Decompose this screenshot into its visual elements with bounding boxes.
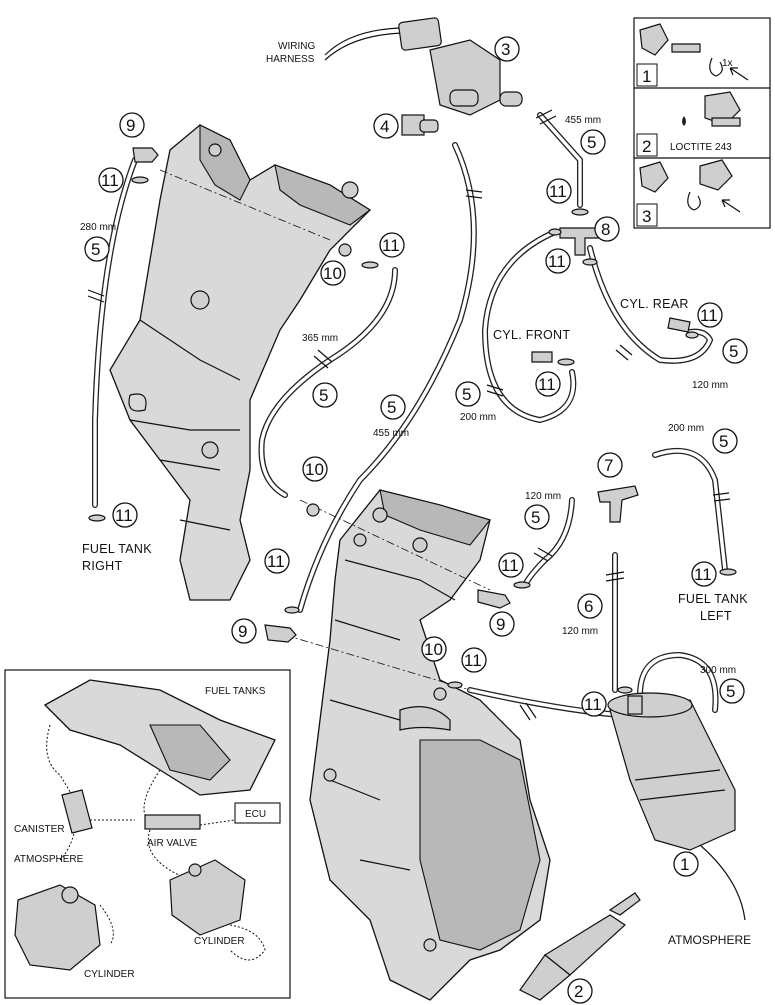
callout-5-left: 5 <box>91 240 100 259</box>
legend-step-1: 1 <box>642 67 651 86</box>
fuel-tank-left-shell <box>309 489 551 1001</box>
dim-455-top: 455 mm <box>565 115 601 126</box>
dim-120-hose6: 120 mm <box>562 626 598 637</box>
callout-9-right: 9 <box>496 615 505 634</box>
arrow-icon <box>729 67 749 81</box>
legend-step-2: 2 <box>642 137 651 156</box>
inset-fuel-tanks: FUEL TANKS <box>205 686 266 697</box>
callout-11-c: 11 <box>548 252 566 271</box>
label-harness: HARNESS <box>266 54 315 65</box>
label-fuel-tank-left: FUEL TANK <box>678 592 748 606</box>
callout-8: 8 <box>601 220 610 239</box>
hose-break-marks <box>87 109 731 721</box>
callout-9-top: 9 <box>126 116 135 135</box>
callout-3: 3 <box>501 40 510 59</box>
callout-11-i: 11 <box>501 556 519 575</box>
rotate-arrow-icon <box>709 57 723 77</box>
nipple-right <box>477 589 511 609</box>
dim-120-rear: 120 mm <box>692 380 728 391</box>
dim-280: 280 mm <box>80 222 116 233</box>
dim-120-mid: 120 mm <box>525 491 561 502</box>
inset-atmosphere: ATMOSPHERE <box>14 854 84 865</box>
callout-11-h: 11 <box>267 552 285 571</box>
connector-part <box>401 114 439 136</box>
label-atmosphere: ATMOSPHERE <box>668 933 751 947</box>
callout-11-k: 11 <box>464 651 482 670</box>
dim-365: 365 mm <box>302 333 338 344</box>
callout-5-455: 5 <box>387 398 396 417</box>
dim-455-mid: 455 mm <box>373 428 409 439</box>
legend-step-1-note: 1x <box>722 58 733 69</box>
callout-11-f: 11 <box>538 375 556 394</box>
callout-11-a: 11 <box>101 171 119 190</box>
inset-air-valve: AIR VALVE <box>147 838 198 849</box>
arrow-icon-2 <box>721 199 741 213</box>
dim-300: 300 mm <box>700 665 736 676</box>
label-cyl-front: CYL. FRONT <box>493 328 570 342</box>
callout-6: 6 <box>584 597 593 616</box>
callout-10-top: 10 <box>323 264 342 283</box>
label-fuel-tank-right: FUEL TANK <box>82 542 152 556</box>
callout-5-front: 5 <box>462 385 471 404</box>
callout-7: 7 <box>604 456 613 475</box>
callout-10-mid: 10 <box>305 460 324 479</box>
callout-11-d: 11 <box>382 236 400 255</box>
air-valve-part <box>398 17 523 116</box>
dim-200-front: 200 mm <box>460 412 496 423</box>
callout-1: 1 <box>680 855 689 874</box>
callout-11-j: 11 <box>694 565 712 584</box>
inset-cylinder-1: CYLINDER <box>194 936 245 947</box>
callout-11-g: 11 <box>115 506 133 525</box>
callout-11-e: 11 <box>700 306 718 325</box>
air-filter <box>519 892 641 1001</box>
dim-200-left: 200 mm <box>668 423 704 434</box>
label-right: RIGHT <box>82 559 122 573</box>
callout-2: 2 <box>574 982 583 1001</box>
nipple-left <box>264 624 297 643</box>
cyl-fittings <box>531 317 691 363</box>
fuel-tank-right-shell <box>109 124 372 601</box>
callout-9-left: 9 <box>238 622 247 641</box>
callouts: 3 4 5 9 11 5 11 8 11 11 10 11 5 11 5 5 5… <box>84 36 748 1004</box>
callout-5-365: 5 <box>319 386 328 405</box>
inset-ecu: ECU <box>245 809 266 820</box>
callout-5-120: 5 <box>531 508 540 527</box>
callout-11-b: 11 <box>549 182 567 201</box>
label-left: LEFT <box>700 609 732 623</box>
callout-4: 4 <box>380 117 389 136</box>
label-cyl-rear: CYL. REAR <box>620 297 689 311</box>
assembly-legend: 1 2 3 1x LOCTITE 243 <box>633 17 771 229</box>
carbon-canister <box>607 692 736 851</box>
callout-5-300: 5 <box>726 682 735 701</box>
label-wiring: WIRING <box>278 41 315 52</box>
inset-canister: CANISTER <box>14 824 65 835</box>
legend-step-2-note: LOCTITE 243 <box>670 142 732 153</box>
drop-icon <box>682 116 686 126</box>
t-piece-lower <box>597 485 639 523</box>
nuts <box>306 243 447 701</box>
alignment-lines <box>159 169 491 691</box>
nipple-upper <box>132 147 159 163</box>
legend-step-3: 3 <box>642 207 651 226</box>
callout-5-200: 5 <box>719 432 728 451</box>
callout-10-low: 10 <box>424 640 443 659</box>
inset-cylinder-2: CYLINDER <box>84 969 135 980</box>
rotate-arrow-icon-2 <box>687 191 701 211</box>
callout-5-top: 5 <box>587 133 596 152</box>
callout-11-l: 11 <box>584 695 602 714</box>
system-overview-inset: FUEL TANKS ECU CANISTER AIR VALVE ATMOSP… <box>4 669 291 999</box>
hose-clamps <box>88 176 737 694</box>
callout-5-rear: 5 <box>729 342 738 361</box>
t-piece-upper <box>559 227 601 256</box>
